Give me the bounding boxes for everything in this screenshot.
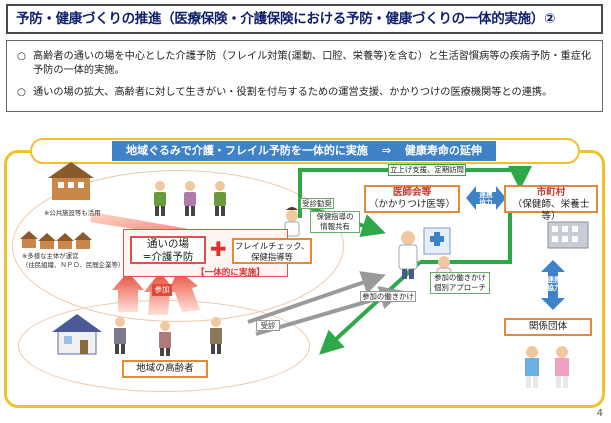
diverse-operator-caption-2: （住民組織、ＮＰＯ、民間企業等） [22,261,125,269]
facility-caption: ※公共施設等も活用 [44,209,101,217]
public-health-nurse-icon [284,207,300,237]
renkei-vertical-label: 連携 協力 [543,276,565,292]
tachiage-label: 立上げ支援、定期訪問 [388,164,466,176]
note-item-1: ○ 高齢者の通いの場を中心とした介護予防（フレイル対策(運動、口腔、栄養等)を含… [17,50,597,78]
kobetsu-line-1: 参加の働きかけ [434,273,486,282]
doctor-icon [398,231,418,279]
city-line-1: 市町村 [536,187,566,198]
sanka-hatarakikake-label: 参加の働きかけ [360,291,416,302]
hoken-shido-sharing-label: 保健指導の 情報共有 [310,211,360,233]
banner: 地域ぐるみで介護・フレイル予防を一体的に実施 ⇒ 健康寿命の延伸 [112,141,496,161]
banner-right-text: 健康寿命の延伸 [404,144,482,157]
community-elders-icon [114,317,222,356]
renkei-double-arrow [466,186,506,210]
banner-left-text: 地域ぐるみで介護・フレイル予防を一体的に実施 [126,144,368,157]
related-organizations-box: 関係団体 [504,318,592,336]
medical-association-box: 医師会等 （かかりつけ医等） [364,185,460,213]
kobetsu-approach-label: 参加の働きかけ 個別アプローチ [430,272,490,294]
small-houses-icon [20,231,92,249]
kayoi-line-2: =介護予防 [142,251,194,263]
summary-notes: ○ 高齢者の通いの場を中心とした介護予防（フレイル対策(運動、口腔、栄養等)を含… [6,40,603,112]
participate-label: 参加 [152,284,172,296]
hoken-shido-line-1: 保健指導の [316,212,354,221]
renkei-v-line-2: 協力 [547,284,561,292]
sanka-hatarakikake-arrow [247,271,386,324]
hoken-shido-line-2: 情報共有 [320,222,350,231]
note-text-2: 通いの場の拡大、高齢者に対して生きがい・役割を付与するための運営支援、かかりつけ… [33,87,553,98]
participate-arrow-left [112,272,144,312]
related-organization-staff-icon [525,346,569,388]
jushin-kanshou-label: 受診勧奨 [300,198,334,209]
renkei-line-2: 協力 [479,199,493,207]
kobetsu-line-2: 個別アプローチ [434,283,486,292]
bullet-mark: ○ [17,51,26,62]
frail-line-2: 保健指導等 [251,252,293,262]
ishikai-line-2: （かかりつけ医等） [368,199,456,210]
renkei-v-line-1: 連携 [547,276,561,284]
hospital-icon [423,227,451,255]
renkei-label: 連携 協力 [475,191,497,207]
integrated-label: 【一体的に実施】 [196,268,265,278]
page-title: 予防・健康づくりの推進（医療保険・介護保険における予防・健康づくりの一体的実施）… [6,4,603,34]
note-text-1: 高齢者の通いの場を中心とした介護予防（フレイル対策(運動、口腔、栄養等)を含む）… [33,51,592,76]
ishikai-line-1: 医師会等 [392,187,432,198]
exercising-elders-icon [154,181,226,216]
diverse-operator-caption-1: ※多様な主体が運営 [22,252,79,260]
community-elders-box: 地域の高齢者 [122,360,208,378]
page-number: 4 [596,408,603,419]
kayoi-line-1: 通いの場 [147,238,189,250]
frail-check-box: フレイルチェック、 保健指導等 [232,238,312,264]
plus-icon: ✚ [210,237,227,261]
note-item-2: ○ 通いの場の拡大、高齢者に対して生きがい・役割を付与するための運営支援、かかり… [17,86,597,100]
municipality-box: 市町村 （保健師、栄養士等） [504,185,598,222]
participate-arrow-right [168,270,200,312]
jushin-label: 受診 [256,320,280,331]
banner-arrow: ⇒ [381,144,391,157]
city-line-2: （保健師、栄養士等） [512,199,590,222]
renkei-line-1: 連携 [479,191,493,199]
public-facility-icon [48,162,94,200]
frail-line-1: フレイルチェック、 [234,241,310,251]
bullet-mark: ○ [17,87,26,98]
kayoi-no-ba-box: 通いの場 =介護予防 [130,236,206,264]
renkei-vertical-arrow [541,260,565,310]
home-icon [52,314,102,355]
city-hall-icon [547,221,589,249]
